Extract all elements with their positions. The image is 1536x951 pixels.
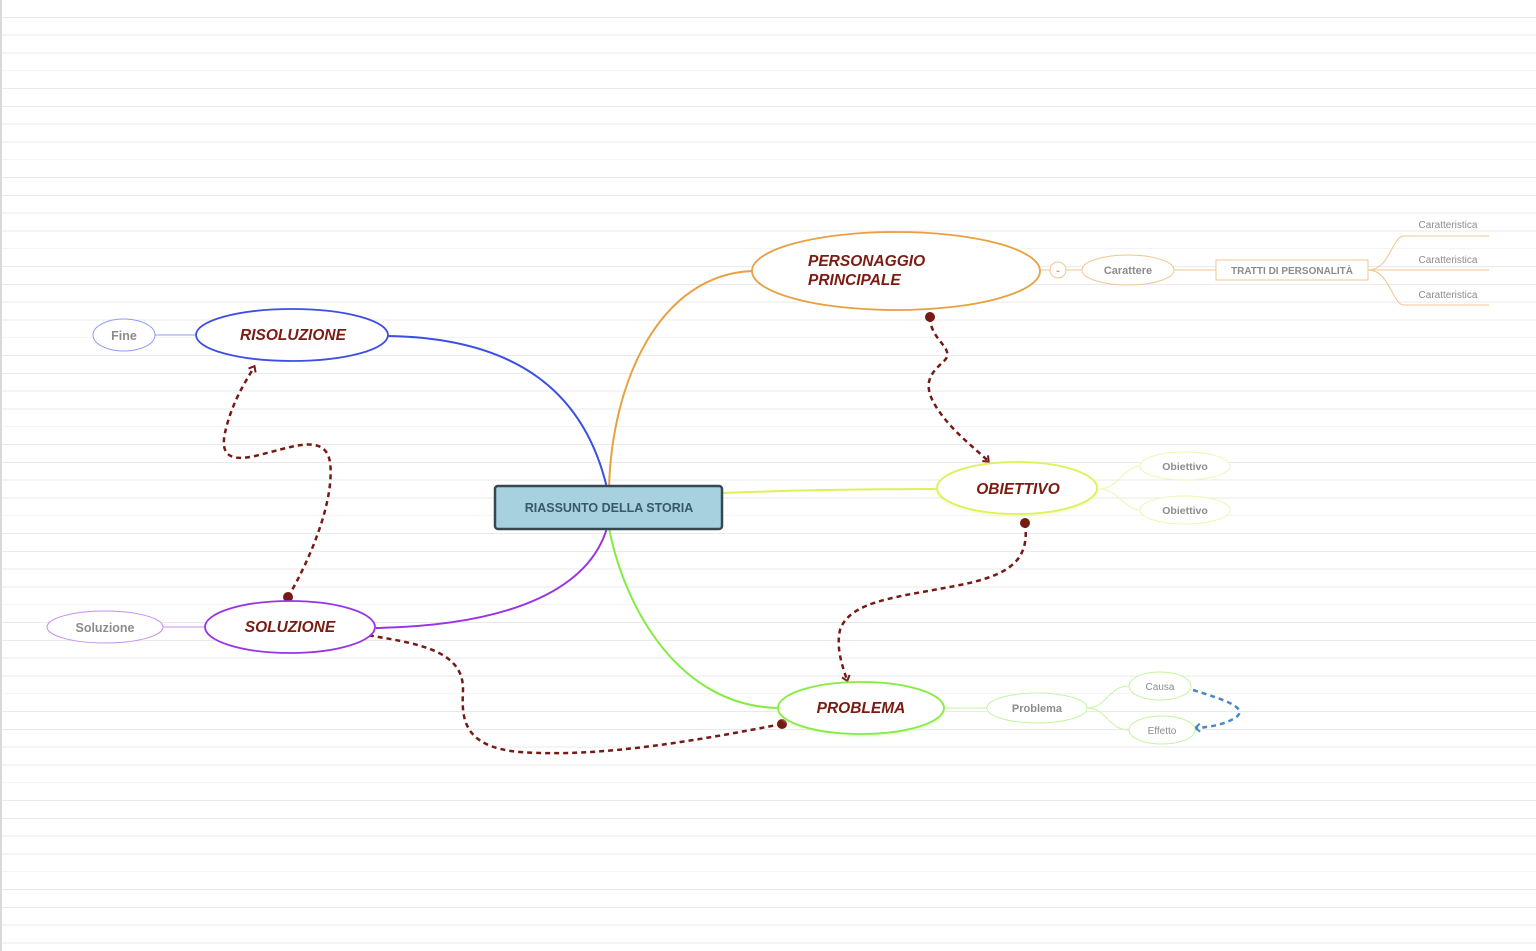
node-problema[interactable]: PROBLEMA	[777, 681, 945, 736]
subnode-causa-label: Causa	[1146, 682, 1175, 693]
collapse-toggle-label: -	[1056, 265, 1060, 277]
subnode-obiettivo-label: Obiettivo	[1162, 505, 1208, 517]
node-risoluzione-label: RISOLUZIONE	[240, 327, 347, 344]
subnode-causa[interactable]: Causa	[1128, 671, 1192, 701]
relation-obiettivo-problema	[837, 522, 1027, 683]
subnode-tratti-personalita[interactable]: TRATTI DI PERSONALITÀ	[1215, 259, 1369, 281]
central-topic-label: RIASSUNTO DELLA STORIA	[525, 501, 694, 515]
subnode-caratteristica-label: Caratteristica	[1419, 255, 1478, 266]
relation-personaggio-obiettivo	[927, 316, 990, 463]
branch-soluzione	[375, 527, 608, 629]
collapse-toggle-button[interactable]: -	[1049, 261, 1067, 279]
node-problema-label: PROBLEMA	[817, 700, 906, 717]
subnode-obiettivo-2[interactable]: Obiettivo	[1139, 495, 1231, 525]
branch-problema	[608, 527, 779, 709]
subnode-caratteristica-label: Caratteristica	[1419, 220, 1478, 231]
subnode-obiettivo-label: Obiettivo	[1162, 461, 1208, 473]
subbranch-connectors	[155, 235, 1489, 731]
branch-connectors	[375, 270, 939, 709]
branch-personaggio	[608, 270, 753, 489]
node-personaggio-label-line1: PERSONAGGIO	[808, 253, 925, 270]
node-personaggio-principale[interactable]: PERSONAGGIO PRINCIPALE	[751, 231, 1041, 311]
relation-soluzione-risoluzione	[222, 364, 332, 598]
subnode-soluzione-label: Soluzione	[75, 621, 134, 635]
subnode-effetto[interactable]: Effetto	[1128, 715, 1196, 745]
subnode-caratteristica-3[interactable]: Caratteristica	[1419, 290, 1478, 301]
relation-causa-effetto	[1192, 688, 1241, 733]
canvas-left-edge	[0, 0, 2, 951]
node-obiettivo[interactable]: OBIETTIVO	[936, 461, 1098, 516]
node-risoluzione[interactable]: RISOLUZIONE	[195, 308, 389, 362]
node-soluzione-label: SOLUZIONE	[245, 619, 336, 636]
subnode-caratteristica-2[interactable]: Caratteristica	[1419, 255, 1478, 266]
central-topic[interactable]: RIASSUNTO DELLA STORIA	[493, 484, 724, 531]
subnode-carattere-label: Carattere	[1104, 265, 1152, 277]
branch-obiettivo	[721, 488, 939, 494]
subnode-fine[interactable]: Fine	[92, 318, 156, 352]
node-personaggio-label-line2: PRINCIPALE	[808, 272, 901, 289]
subnode-fine-label: Fine	[111, 329, 137, 343]
subnode-soluzione[interactable]: Soluzione	[46, 610, 164, 644]
relation-problema-soluzione	[339, 626, 783, 755]
subnode-problema-label: Problema	[1012, 703, 1063, 715]
subnode-problema[interactable]: Problema	[986, 692, 1088, 724]
node-obiettivo-label: OBIETTIVO	[976, 481, 1060, 498]
subnode-caratteristica-label: Caratteristica	[1419, 290, 1478, 301]
subnode-obiettivo-1[interactable]: Obiettivo	[1139, 451, 1231, 481]
branch-risoluzione	[387, 335, 608, 489]
node-soluzione[interactable]: SOLUZIONE	[204, 600, 376, 654]
relationship-arrows[interactable]	[222, 312, 1241, 755]
subnode-carattere[interactable]: Carattere	[1081, 254, 1175, 286]
subnode-effetto-label: Effetto	[1148, 726, 1177, 737]
subnode-tratti-label: TRATTI DI PERSONALITÀ	[1231, 264, 1353, 277]
subnode-caratteristica-1[interactable]: Caratteristica	[1419, 220, 1478, 231]
